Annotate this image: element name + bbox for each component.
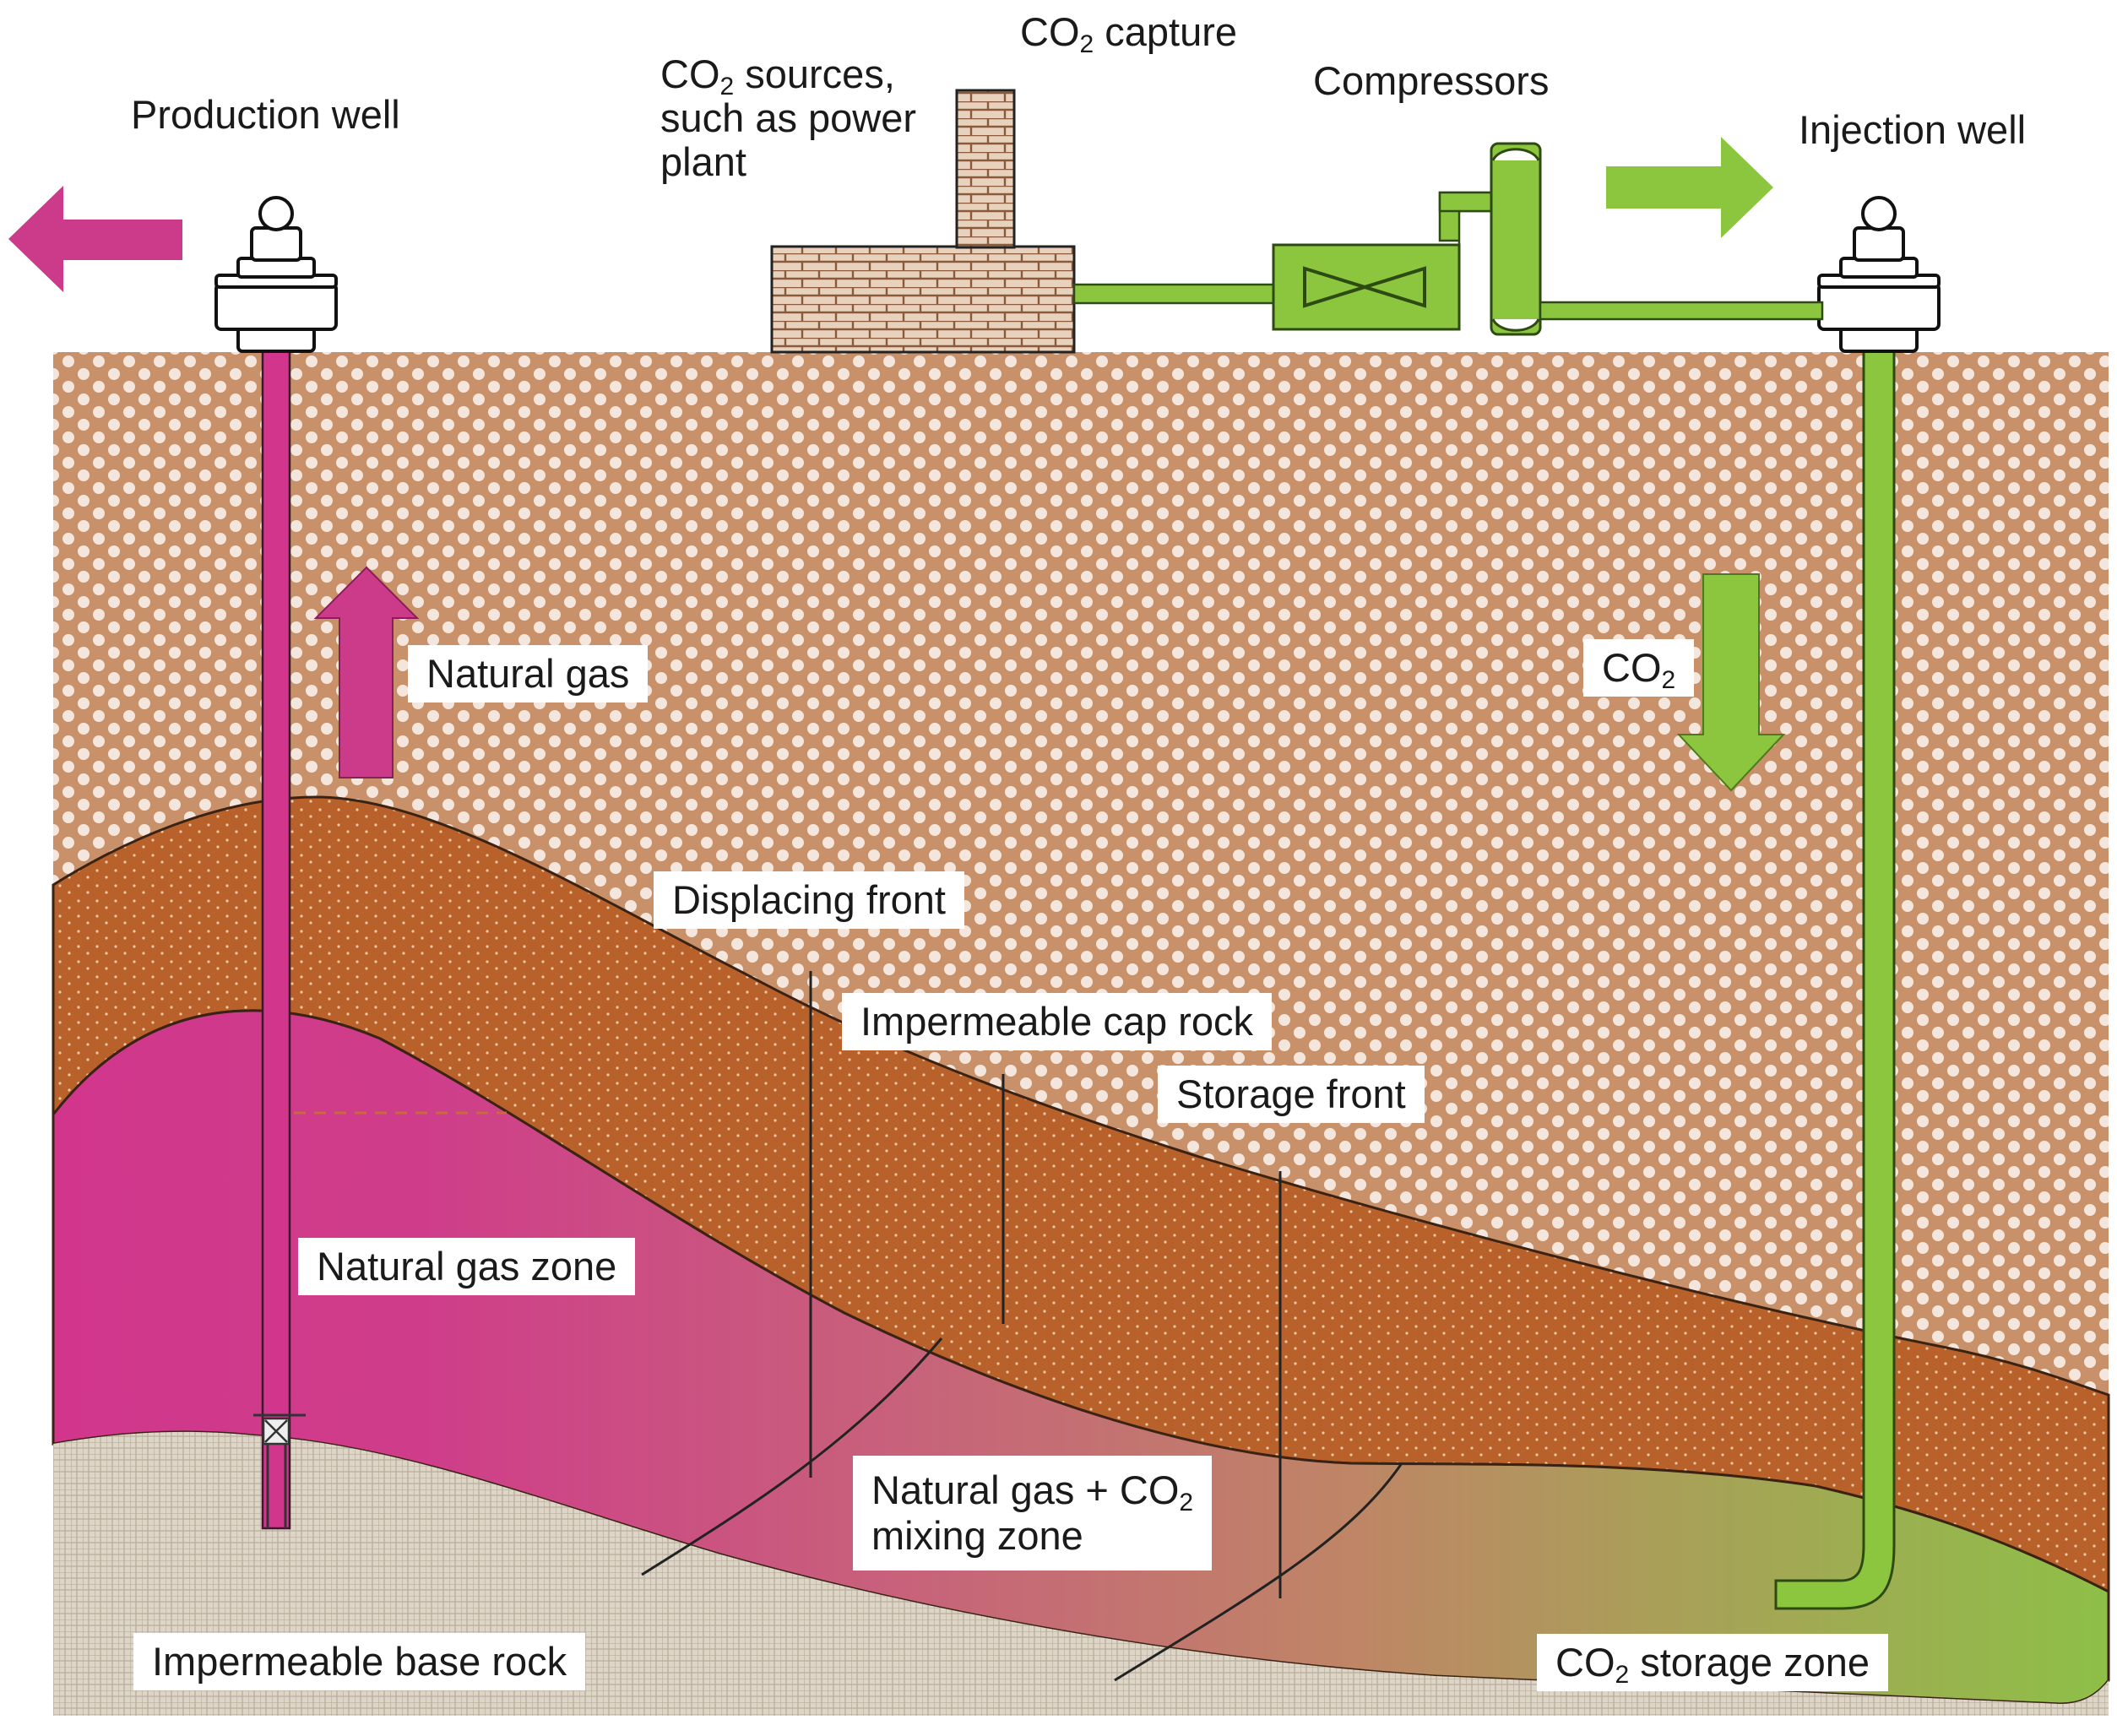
pipe-plant-to-compressor (1072, 283, 1276, 305)
chimney (955, 89, 1016, 249)
production-well-label: Production well (131, 92, 400, 137)
production-wellhead-icon (214, 196, 338, 353)
co2-arrow-label: CO2 (1583, 639, 1695, 697)
natural-gas-up-arrow-icon (313, 566, 420, 778)
compressor-tank-icon (1490, 142, 1542, 336)
co2-sources-line3: plant (660, 139, 746, 184)
co2-capture-post: capture (1094, 9, 1238, 54)
mixing-zone-line1-pre: Natural gas + CO (871, 1467, 1180, 1512)
gas-export-arrow-icon (8, 186, 182, 292)
co2-capture-label: CO2 capture (1020, 8, 1238, 58)
co2-sources-line2: such as power (660, 95, 917, 140)
pipe-compressor-riser (1438, 191, 1495, 213)
impermeable-base-rock-label: Impermeable base rock (133, 1633, 586, 1690)
co2-sources-line1-post: sources, (734, 52, 895, 96)
natural-gas-label: Natural gas (408, 645, 649, 703)
mixing-zone-line2: mixing zone (871, 1513, 1083, 1558)
injection-well (1774, 346, 1896, 1610)
compressor-icon (1272, 243, 1461, 331)
injection-wellhead-icon (1817, 196, 1941, 353)
compressors-label: Compressors (1313, 58, 1550, 103)
pipe-tank-to-injection-well (1539, 301, 1824, 321)
mixing-zone-boundary-left (641, 1337, 943, 1576)
co2-sources-line1: CO2 sources, (660, 52, 916, 100)
mixing-zone-line1-sub: 2 (1179, 1489, 1194, 1516)
natural-gas-zone-label: Natural gas zone (298, 1238, 636, 1295)
co2-storage-pre: CO (1555, 1640, 1615, 1684)
production-well (253, 344, 306, 1530)
power-plant-building (770, 245, 1076, 354)
co2-storage-sub: 2 (1615, 1661, 1630, 1689)
co2-arrow-sub: 2 (1661, 666, 1676, 694)
co2-sources-line1-sub: 2 (719, 73, 735, 100)
co2-arrow-pre: CO (1602, 645, 1662, 690)
mixing-zone-boundary-right (1114, 1462, 1403, 1682)
co2-storage-post: storage zone (1629, 1640, 1870, 1684)
impermeable-cap-rock-label: Impermeable cap rock (842, 993, 1272, 1050)
co2-capture-sub: 2 (1079, 30, 1094, 58)
co2-sources-line1-pre: CO (660, 52, 720, 96)
co2-storage-zone-label: CO2 storage zone (1537, 1634, 1888, 1691)
mixing-zone-label: Natural gas + CO2 mixing zone (853, 1456, 1213, 1571)
co2-flow-arrow-icon (1606, 137, 1773, 238)
co2-capture-pre: CO (1020, 9, 1080, 54)
mixing-zone-line1: Natural gas + CO2 (871, 1467, 1194, 1516)
storage-front-label: Storage front (1158, 1066, 1425, 1123)
injection-well-label: Injection well (1799, 107, 2027, 152)
co2-sources-label: CO2 sources, such as power plant (660, 52, 916, 184)
displacing-front-label: Displacing front (654, 871, 964, 929)
co2-down-arrow-icon (1676, 573, 1786, 792)
